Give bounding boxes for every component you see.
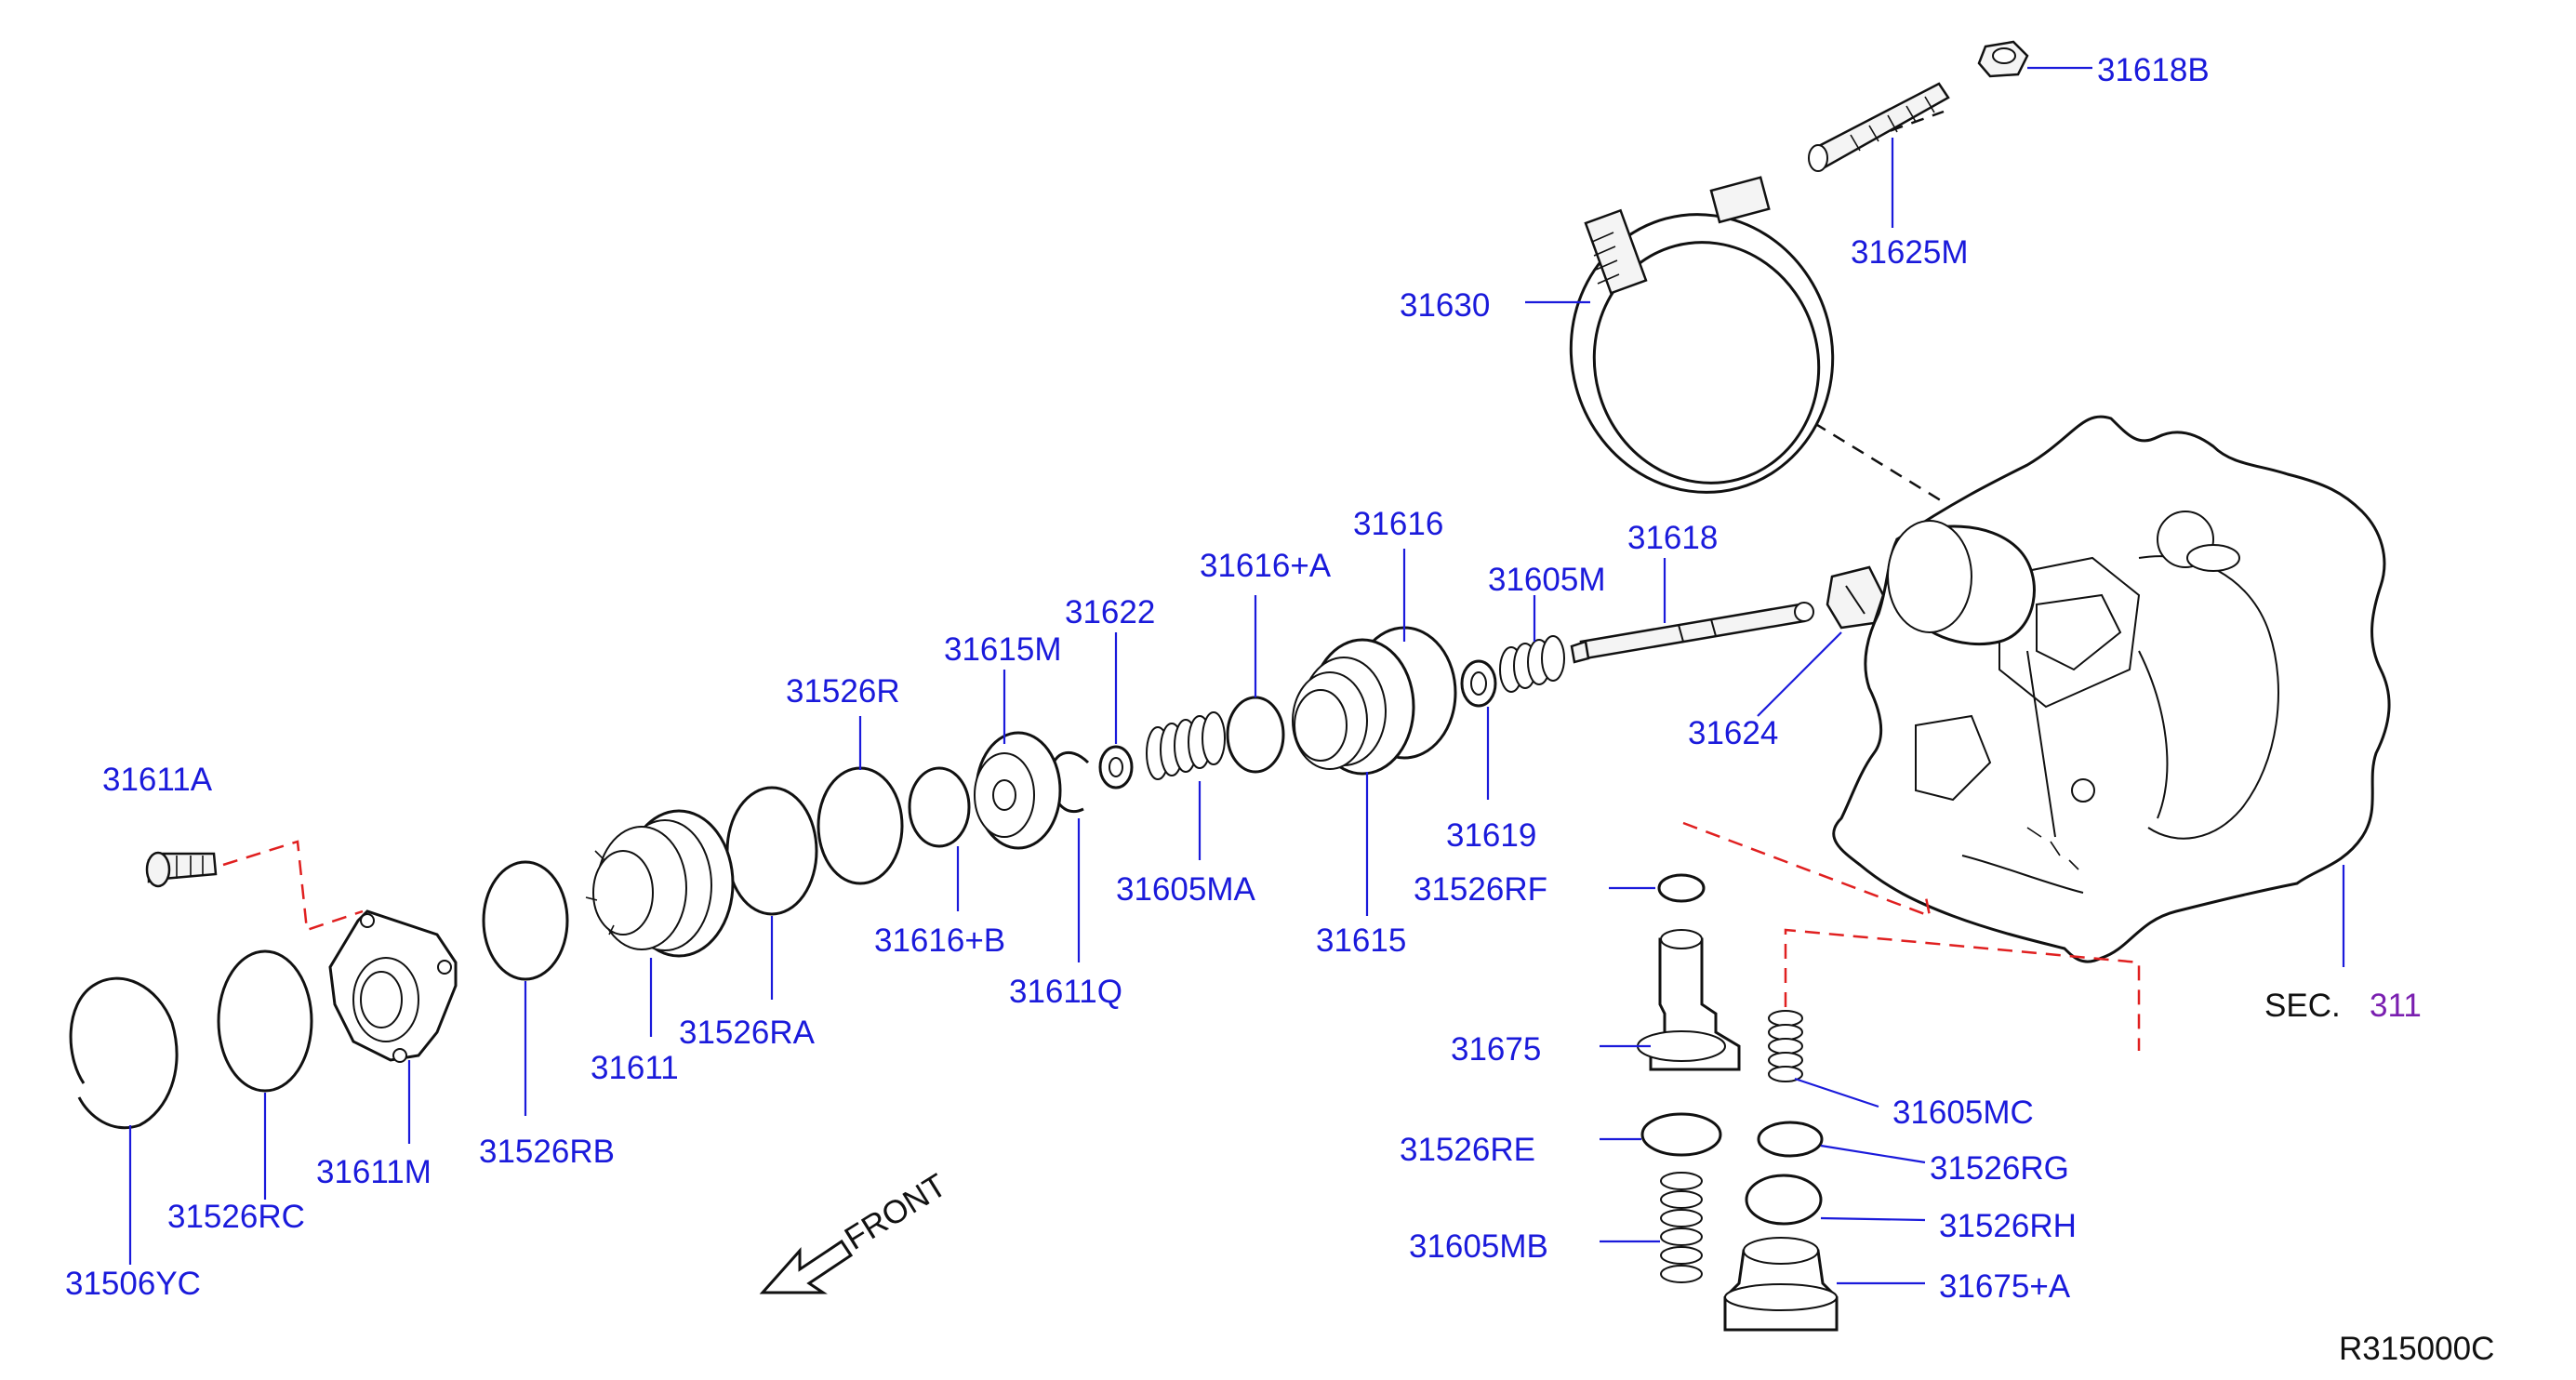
leader-lines (128, 66, 2345, 1285)
label-31605MC[interactable]: 31605MC (1892, 1095, 2034, 1131)
label-31622[interactable]: 31622 (1065, 594, 1155, 630)
label-31605MB[interactable]: 31605MB (1409, 1228, 1548, 1265)
spring-31605MC[interactable] (1768, 1010, 1803, 1082)
o-ring-31526RE[interactable] (1640, 1112, 1722, 1157)
label-31624[interactable]: 31624 (1688, 715, 1778, 751)
o-ring-31526RC[interactable] (217, 949, 313, 1093)
piston-31615M[interactable] (974, 731, 1062, 850)
spring-31605MB[interactable] (1660, 1172, 1703, 1283)
label-31605M[interactable]: 31605M (1488, 562, 1605, 598)
label-31615[interactable]: 31615 (1316, 922, 1406, 959)
label-31625M[interactable]: 31625M (1851, 234, 1968, 271)
brake-band-31630[interactable] (1540, 176, 1864, 522)
label-31605MA[interactable]: 31605MA (1116, 871, 1255, 908)
o-ring-31616-B[interactable] (908, 766, 971, 848)
installation-guide-lines (222, 821, 2141, 1055)
label-31611A[interactable]: 31611A (102, 762, 213, 798)
label-31611M[interactable]: 31611M (316, 1154, 432, 1190)
figure-code: R315000C (2339, 1331, 2494, 1367)
label-31526RF[interactable]: 31526RF (1414, 871, 1547, 908)
label-31526RA[interactable]: 31526RA (679, 1015, 816, 1051)
label-31526RG[interactable]: 31526RG (1930, 1150, 2069, 1187)
nut-31618B[interactable] (1977, 40, 2029, 78)
spring-31605M[interactable] (1499, 635, 1565, 693)
washer-31622[interactable] (1098, 745, 1134, 790)
label-31611Q[interactable]: 31611Q (1009, 974, 1122, 1010)
label-31618B[interactable]: 31618B (2097, 52, 2210, 88)
spring-31605MA[interactable] (1146, 711, 1226, 780)
label-31506YC[interactable]: 31506YC (65, 1266, 201, 1302)
label-31675-A[interactable]: 31675+A (1939, 1268, 2071, 1305)
front-label: FRONT (839, 1167, 953, 1257)
transmission-case[interactable] (1832, 415, 2391, 963)
label-31615M[interactable]: 31615M (944, 631, 1061, 668)
part-labels: 31618B 31625M 31630 31616 31618 31616+A … (65, 52, 2210, 1305)
label-31526RE[interactable]: 31526RE (1400, 1132, 1535, 1168)
o-ring-31526RG[interactable] (1757, 1121, 1824, 1158)
servo-piston-rod-31618[interactable] (1570, 602, 1814, 664)
section-ref-number[interactable]: 311 (2370, 988, 2422, 1024)
label-31630[interactable]: 31630 (1400, 287, 1490, 324)
o-ring-31526R[interactable] (817, 766, 904, 885)
snap-ring-31506YC[interactable] (69, 976, 179, 1130)
servo-cover-31611M[interactable] (328, 909, 458, 1063)
o-ring-31526RA[interactable] (725, 786, 818, 916)
piston-31675[interactable] (1637, 929, 1741, 1071)
piston-31615[interactable] (1292, 638, 1415, 776)
o-ring-31616-A[interactable] (1226, 696, 1285, 774)
label-31526RH[interactable]: 31526RH (1939, 1208, 2077, 1244)
label-31616-A[interactable]: 31616+A (1200, 548, 1332, 584)
anchor-stud-31625M[interactable] (1808, 82, 1950, 172)
bolt-31611A[interactable] (145, 851, 218, 888)
washer-31619[interactable] (1460, 659, 1497, 708)
piston-31675-A[interactable] (1723, 1237, 1839, 1332)
label-31526RB[interactable]: 31526RB (479, 1134, 615, 1170)
label-31675[interactable]: 31675 (1451, 1031, 1541, 1068)
section-ref-prefix: SEC. (2264, 988, 2341, 1024)
label-31526R[interactable]: 31526R (786, 673, 900, 710)
label-31619[interactable]: 31619 (1446, 817, 1536, 854)
label-31526RC[interactable]: 31526RC (167, 1199, 305, 1235)
o-ring-31526RF[interactable] (1657, 873, 1706, 903)
front-direction-arrow (759, 1239, 854, 1294)
anchor-end-pin-31624[interactable] (1826, 565, 1885, 630)
label-31616[interactable]: 31616 (1353, 506, 1443, 542)
label-31618[interactable]: 31618 (1627, 520, 1718, 556)
o-ring-31526RH[interactable] (1745, 1174, 1823, 1226)
o-ring-31526RB[interactable] (482, 860, 569, 981)
label-31616-B[interactable]: 31616+B (874, 922, 1005, 959)
servo-retainer-31611[interactable] (585, 809, 735, 958)
label-31611[interactable]: 31611 (591, 1050, 679, 1086)
